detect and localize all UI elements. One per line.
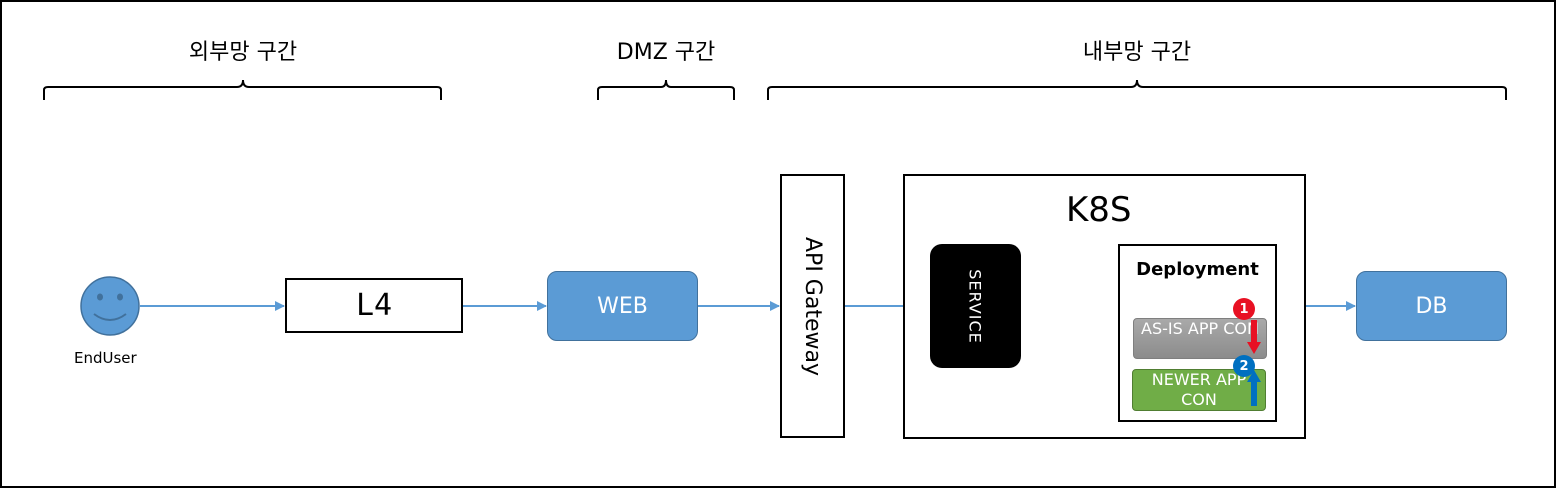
k8s-title: K8S xyxy=(1066,190,1132,230)
service-node: SERVICE xyxy=(930,244,1021,368)
red-down-arrow-icon xyxy=(1247,320,1261,354)
l4-label: L4 xyxy=(355,288,393,323)
step-badge-2: 2 xyxy=(1233,355,1255,377)
api-gateway-label: API Gateway xyxy=(800,236,826,376)
blue-up-arrow-icon xyxy=(1247,370,1261,406)
brace-external xyxy=(43,79,442,100)
step-badge-1: 1 xyxy=(1233,298,1255,320)
newer-app-label: NEWER APP CON xyxy=(1151,370,1247,409)
l4-node: L4 xyxy=(285,278,463,333)
web-node: WEB xyxy=(547,271,698,341)
zone-label-internal: 내부망 구간 xyxy=(1082,40,1192,65)
deployment-title: Deployment xyxy=(1136,259,1259,280)
asis-app-container: AS-IS APP CON xyxy=(1133,318,1267,359)
step-arrows xyxy=(1247,320,1261,406)
web-label: WEB xyxy=(597,293,648,319)
asis-app-label: AS-IS APP CON xyxy=(1141,319,1259,338)
brace-internal xyxy=(767,79,1507,100)
api-gateway-node: API Gateway xyxy=(780,174,845,438)
service-label: SERVICE xyxy=(965,268,985,344)
db-node: DB xyxy=(1356,271,1507,341)
zone-label-dmz: DMZ 구간 xyxy=(616,40,716,65)
zone-label-external: 외부망 구간 xyxy=(188,40,298,65)
brace-dmz xyxy=(597,79,735,100)
smiley-face-icon xyxy=(80,276,140,336)
enduser-label: EndUser xyxy=(74,349,137,367)
db-label: DB xyxy=(1415,293,1448,319)
